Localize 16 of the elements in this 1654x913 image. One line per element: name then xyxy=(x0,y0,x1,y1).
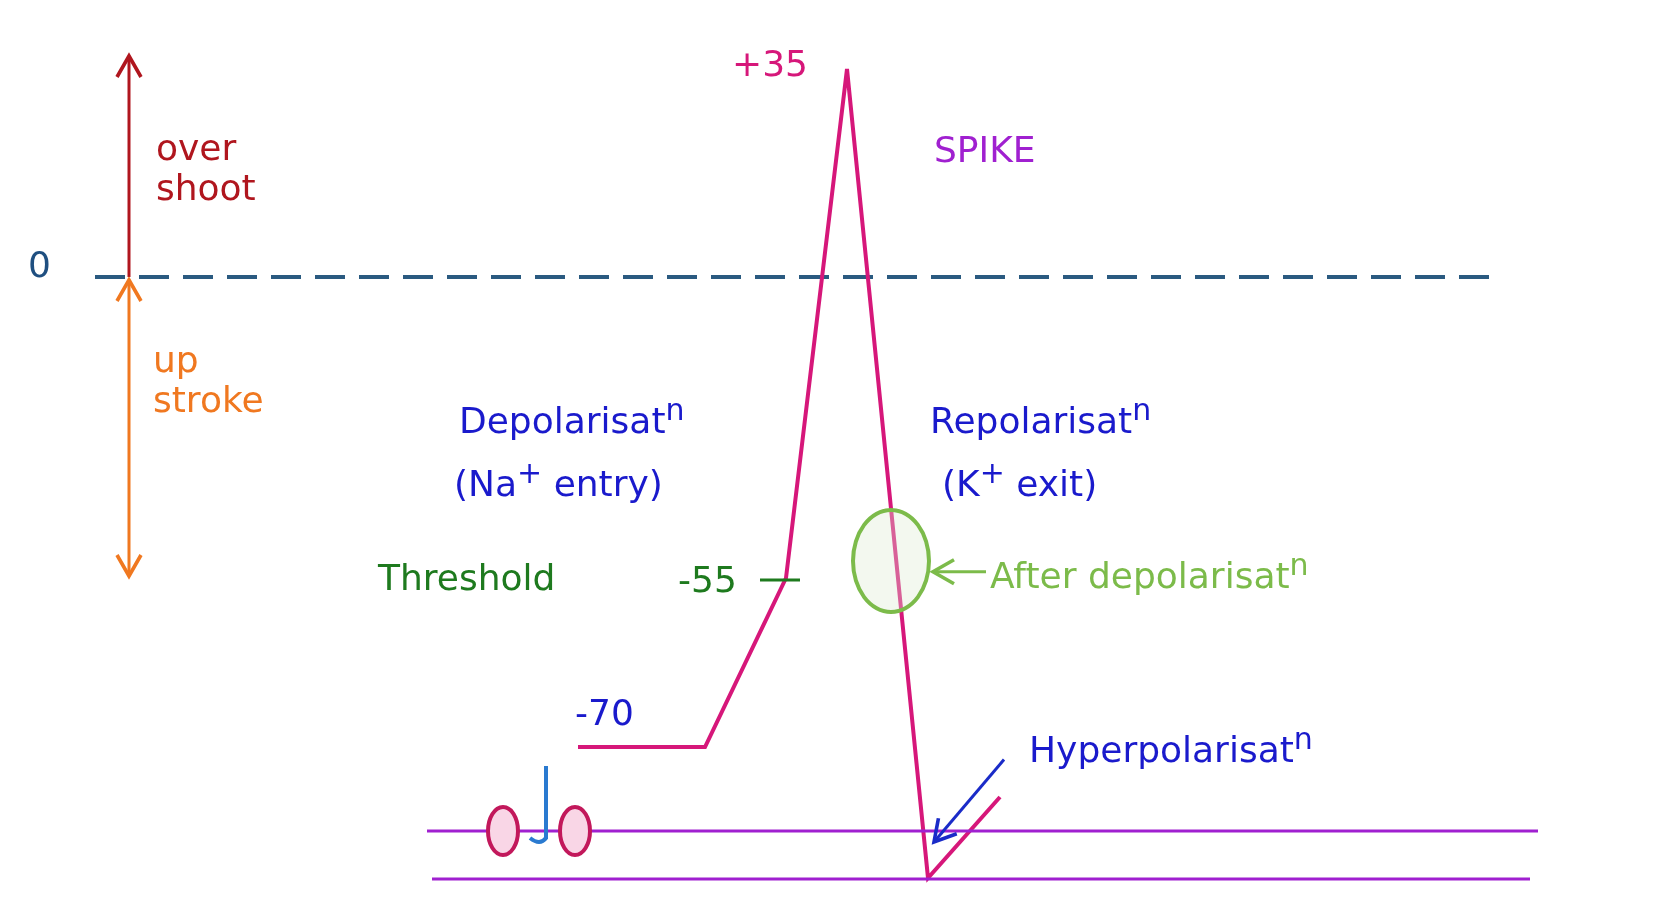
zero-value: 0 xyxy=(28,245,51,285)
hyperpolarisation-label: Hyperpolarisat$^{n}$ xyxy=(1029,722,1313,770)
depolarisation-label: Depolarisat$^{n}$ xyxy=(459,393,685,441)
leader-line xyxy=(931,558,986,586)
repolarisation-label: Repolarisat$^{n}$ xyxy=(930,393,1152,441)
peak-value: +35 xyxy=(732,44,808,84)
threshold-value: -55 xyxy=(678,560,737,600)
overshoot-label: over shoot xyxy=(156,128,257,208)
threshold-label: Threshold xyxy=(378,558,556,598)
potassium-exit-label: (K$^{+}$ exit) xyxy=(942,456,1098,504)
resting-value: -70 xyxy=(575,693,634,733)
arrow xyxy=(932,758,1006,844)
spike-label: SPIKE xyxy=(934,130,1036,170)
sodium-entry-label: (Na$^{+}$ entry) xyxy=(454,456,663,504)
after-depolarisation-label: After depolarisat$^{n}$ xyxy=(990,548,1309,596)
upstroke-label: up stroke xyxy=(153,340,265,420)
